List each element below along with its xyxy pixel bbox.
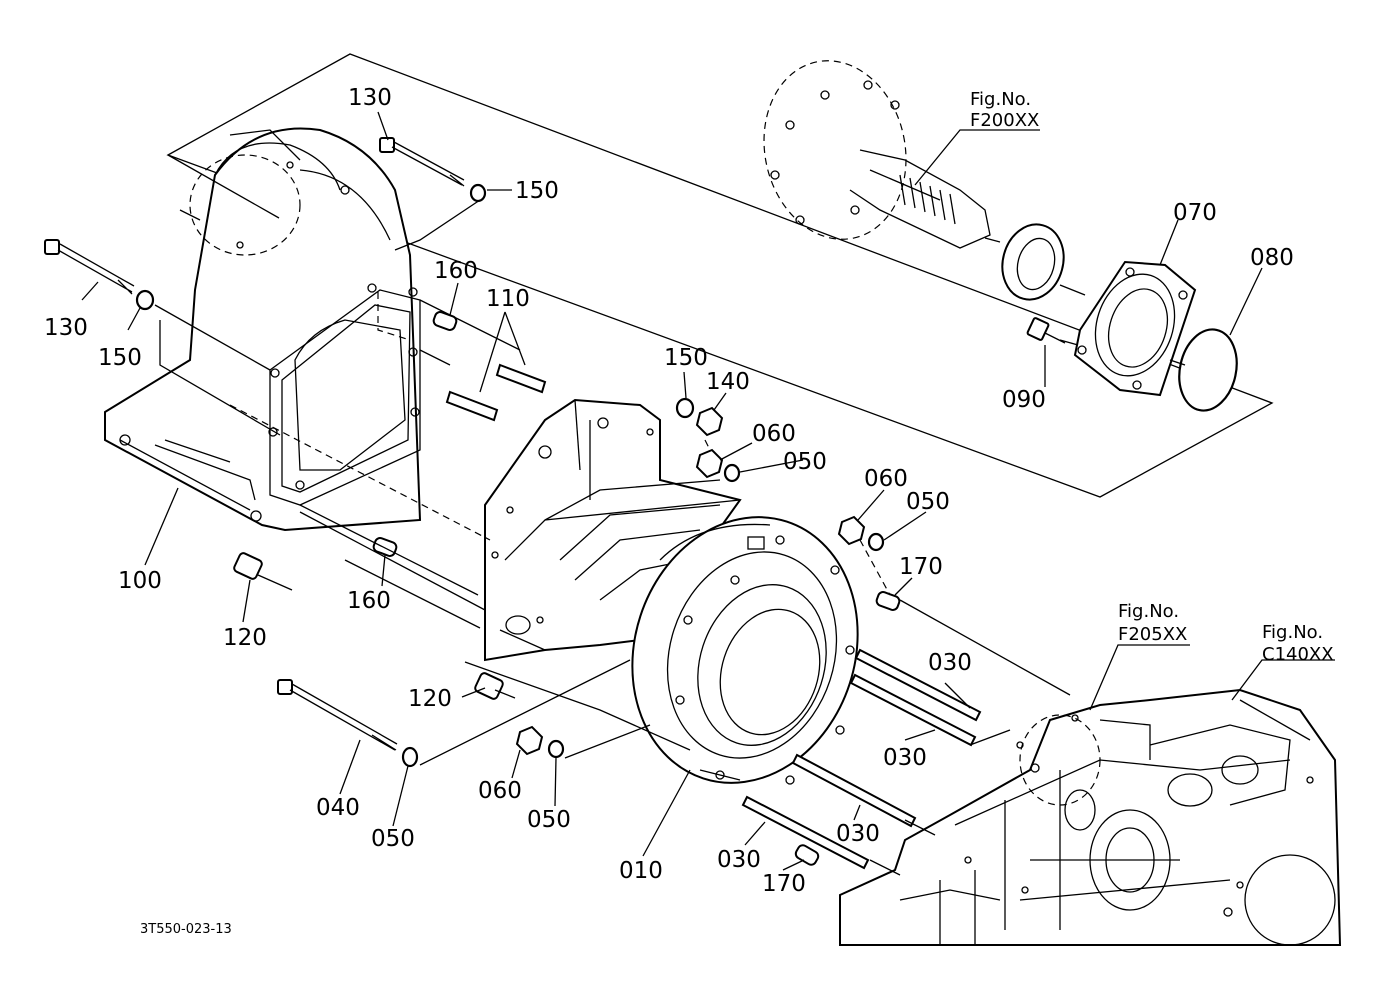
bolt-090 [1026,317,1066,344]
part-label: 100 [118,568,162,594]
part-label: 160 [347,588,391,614]
figure-ref-c140-line2: C140XX [1262,644,1334,665]
part-label: 150 [98,345,142,371]
part-label: 040 [316,795,360,821]
o-ring-080 [1178,328,1238,412]
part-label: 050 [906,489,950,515]
dowel-pin-160-top [432,311,458,331]
alignment-lines [154,154,1186,876]
transmission-case [839,688,1342,946]
part-label: 080 [1250,245,1294,271]
figure-ref-f205-line1: Fig.No. [1118,601,1179,622]
stud-110-lower [445,390,499,422]
part-label: 050 [527,807,571,833]
part-label: 140 [706,369,750,395]
part-label: 110 [486,286,530,312]
part-label: 120 [408,686,452,712]
part-label: 030 [883,745,927,771]
dowel-pin-170-top [875,591,901,611]
part-label: 090 [1002,387,1046,413]
dowel-pin-160-bottom [372,537,398,557]
part-label: 160 [434,258,478,284]
center-case [484,398,742,662]
leader-lines [81,111,1335,871]
part-label: 150 [664,345,708,371]
figure-ref-c140-line1: Fig.No. [1262,622,1323,643]
dowel-pin-170-bottom [794,844,820,866]
long-bolt-130-top [379,137,465,187]
part-label: 170 [762,871,806,897]
part-label: 060 [478,778,522,804]
seal-bushing [1001,223,1065,301]
part-label: 060 [752,421,796,447]
part-label: 130 [348,85,392,111]
part-label: 010 [619,858,663,884]
part-label: 120 [223,625,267,651]
figure-ref-f205: Fig.No. F205XX [1118,601,1187,645]
part-label: 150 [515,178,559,204]
ring-housing-010 [631,516,859,785]
part-label: 170 [899,554,943,580]
part-label: 030 [928,650,972,676]
long-bolt-130-left [44,239,135,295]
part-label: 050 [371,826,415,852]
axle-shaft [763,60,991,249]
stud-110-upper [495,363,547,394]
part-label: 060 [864,466,908,492]
part-label: 030 [836,821,880,847]
plug-120-mid [474,672,516,700]
part-label: 030 [717,847,761,873]
assembly-frame [166,53,1274,498]
drawing-code: 3T550-023-13 [140,922,232,937]
nuts-and-washers [135,183,885,768]
long-bolt-040 [277,679,398,751]
figure-ref-f205-line2: F205XX [1118,624,1187,645]
part-label: 130 [44,315,88,341]
part-labels: 130 150 130 150 160 110 150 140 060 050 … [44,85,1294,897]
bearing-cover-070 [1073,260,1197,397]
part-label: 070 [1173,200,1217,226]
figure-ref-f200-line2: F200XX [970,110,1039,131]
housing-100 [104,127,422,532]
figure-ref-f200: Fig.No. F200XX [970,89,1039,131]
figure-ref-f200-line1: Fig.No. [970,89,1031,110]
plug-120-left [233,552,293,591]
part-label: 050 [783,449,827,475]
figure-ref-c140: Fig.No. C140XX [1262,622,1334,665]
